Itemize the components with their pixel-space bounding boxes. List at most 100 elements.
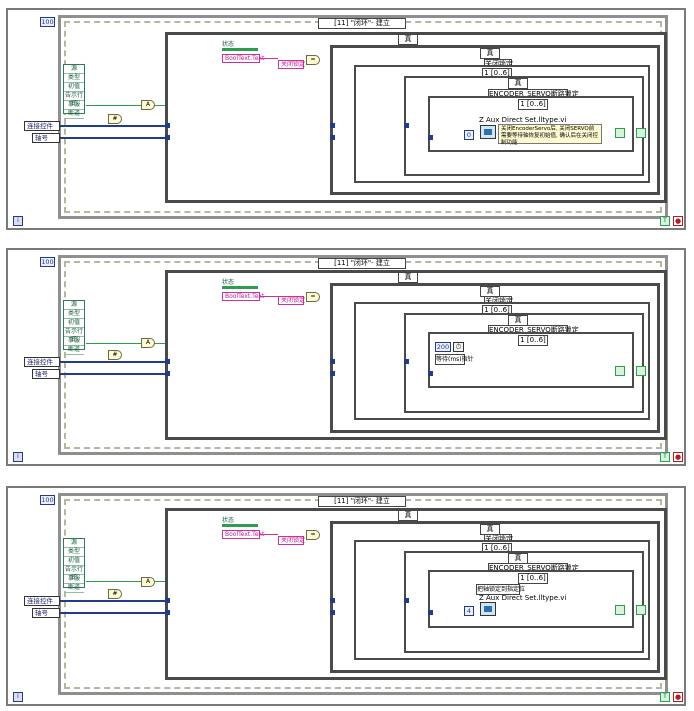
- cluster-bar: [222, 48, 258, 51]
- node-number[interactable]: 4: [464, 606, 474, 616]
- loop-count-constant[interactable]: 100: [40, 257, 55, 267]
- connection-control[interactable]: 连接控件: [24, 596, 60, 606]
- shift-register-right: [615, 605, 625, 615]
- cluster-label: 状态: [222, 41, 235, 48]
- case-selector-e[interactable]: 1 [0..6]: [518, 335, 548, 346]
- outer-case-selector[interactable]: [11] "闭环"- 建立: [318, 496, 406, 507]
- equal-node: =: [306, 530, 320, 540]
- equal-node: =: [306, 55, 320, 65]
- aux-direct-set-vi[interactable]: [480, 125, 496, 139]
- cluster-bar: [222, 524, 258, 527]
- compare-constant: 关闭锁定: [278, 536, 305, 545]
- case-selector-a[interactable]: 真: [398, 272, 418, 283]
- shift-register-outer: [636, 128, 646, 138]
- case-selector-a[interactable]: 真: [398, 34, 418, 45]
- loop-count-constant[interactable]: 100: [40, 495, 55, 505]
- iteration-terminal: i: [13, 216, 23, 226]
- compare-constant: 关闭锁定: [278, 296, 305, 305]
- loop-count-constant[interactable]: 100: [40, 17, 55, 27]
- enum-item: 初值: [64, 319, 84, 328]
- stop-terminal[interactable]: ●: [673, 216, 683, 226]
- axis-control[interactable]: 轴号: [32, 608, 60, 618]
- tunnel: [165, 135, 170, 140]
- diagram-panel-2: 100 [11] "闭环"- 建立 源 类型 初值 告示行司 事服 断道 连接控…: [6, 248, 686, 466]
- axis-control[interactable]: 轴号: [32, 369, 60, 379]
- cluster-label: 状态: [222, 279, 235, 286]
- enum-node: A: [141, 100, 155, 110]
- tunnel: [404, 598, 409, 603]
- bool-wire: [260, 534, 278, 535]
- enum-item: 源: [64, 539, 84, 548]
- wait-ms-constant[interactable]: 200: [435, 342, 451, 352]
- tunnel: [165, 598, 170, 603]
- enum-wire: [86, 343, 171, 344]
- cluster-bar: [222, 286, 258, 289]
- stop-terminal[interactable]: ●: [673, 692, 683, 702]
- bool-wire: [260, 296, 278, 297]
- node-number[interactable]: 0: [464, 130, 474, 140]
- enum-item: 告示行司: [64, 566, 84, 581]
- enum-node: A: [141, 338, 155, 348]
- tunnel: [330, 371, 335, 376]
- connection-control[interactable]: 连接控件: [24, 357, 60, 367]
- case-selector-b[interactable]: 真: [480, 48, 500, 59]
- enum-item: 断道: [64, 110, 84, 119]
- equal-node: =: [306, 292, 320, 302]
- outer-case-selector[interactable]: [11] "闭环"- 建立: [318, 18, 406, 29]
- tunnel: [428, 135, 433, 140]
- iteration-terminal: i: [13, 692, 23, 702]
- cluster-label: 状态: [222, 517, 235, 524]
- loop-condition: T: [660, 452, 670, 462]
- aux-direct-set-vi[interactable]: [480, 602, 496, 616]
- connection-control[interactable]: 连接控件: [24, 121, 60, 131]
- tunnel: [428, 371, 433, 376]
- note-comment: 关闭EncoderServo后, 关闭SERVO前 需要等待轴恢复初始值, 确认…: [498, 124, 602, 146]
- tunnel: [330, 359, 335, 364]
- enum-list: 源 类型 初值 告示行司 事服 断道: [63, 300, 85, 355]
- compare-node-left: #: [108, 350, 122, 360]
- enum-item: 断道: [64, 584, 84, 593]
- enum-item: 类型: [64, 310, 84, 319]
- enum-item: 事服: [64, 337, 84, 346]
- shift-register-right: [615, 366, 625, 376]
- tunnel: [404, 123, 409, 128]
- vi-name: Z Aux Direct Set.lltype.vi: [479, 594, 567, 602]
- enum-item: 源: [64, 301, 84, 310]
- tunnel: [165, 610, 170, 615]
- wait-ms-label: 等待(ms)指针: [435, 354, 474, 365]
- enum-item: 源: [64, 65, 84, 74]
- tunnel: [165, 359, 170, 364]
- bool-text-property: BoolText.Text: [222, 292, 264, 301]
- case-selector-d[interactable]: 真: [508, 78, 528, 89]
- axis-control[interactable]: 轴号: [32, 133, 60, 143]
- tunnel: [330, 598, 335, 603]
- enum-wire: [86, 105, 171, 106]
- tunnel: [165, 371, 170, 376]
- loop-condition: T: [660, 216, 670, 226]
- tunnel: [330, 610, 335, 615]
- stop-terminal[interactable]: ●: [673, 452, 683, 462]
- enum-item: 初值: [64, 557, 84, 566]
- outer-case-selector[interactable]: [11] "闭环"- 建立: [318, 258, 406, 269]
- bool-text-property: BoolText.Text: [222, 530, 264, 539]
- tunnel: [165, 123, 170, 128]
- enum-list: 源 类型 初值 告示行司 事服 断道: [63, 538, 85, 593]
- bool-wire: [260, 58, 278, 59]
- case-selector-e[interactable]: 1 [0..6]: [518, 99, 548, 110]
- loop-condition: T: [660, 692, 670, 702]
- enum-item: 事服: [64, 101, 84, 110]
- enum-list: 源 类型 初值 告示行司 事服 断道: [63, 64, 85, 119]
- diagram-panel-3: 100 [11] "闭环"- 建立 源 类型 初值 告示行司 事服 断道 连接控…: [6, 486, 686, 706]
- tunnel: [428, 610, 433, 615]
- iteration-terminal: i: [13, 452, 23, 462]
- wait-ms-node[interactable]: ⏱: [453, 342, 464, 352]
- shift-register-outer: [636, 605, 646, 615]
- case-selector-a[interactable]: 真: [398, 510, 418, 521]
- tunnel: [330, 135, 335, 140]
- bool-text-property: BoolText.Text: [222, 54, 264, 63]
- compare-node-left: #: [108, 114, 122, 124]
- shift-register-right: [615, 128, 625, 138]
- enum-item: 告示行司: [64, 92, 84, 107]
- enum-wire: [86, 581, 171, 582]
- case-selector-e[interactable]: 1 [0..6]: [518, 573, 548, 584]
